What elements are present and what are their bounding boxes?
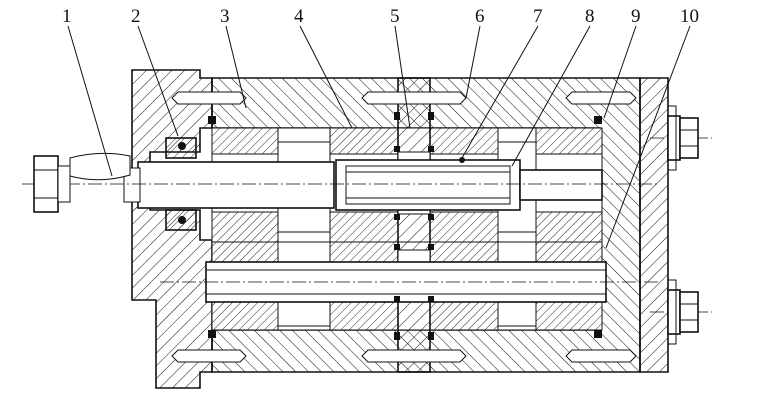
callout-10: 10: [680, 6, 699, 27]
callout-3: 3: [220, 6, 230, 27]
dowel-pins-top: [171, 91, 637, 105]
right-cover-bolt-lower: [667, 289, 699, 335]
upper-bushings: [211, 127, 603, 243]
drive-shaft: [69, 152, 335, 209]
right-cover-bolt-upper: [667, 115, 699, 161]
callout-8: 8: [585, 6, 595, 27]
o-ring-seals: [208, 112, 602, 340]
middle-partition-plate: [397, 77, 431, 373]
dowel-pins-bottom: [171, 349, 637, 363]
coupling-sleeve: [335, 159, 521, 211]
shaft-end-nut: [33, 155, 71, 213]
callout-7: 7: [533, 6, 543, 27]
callout-4: 4: [294, 6, 304, 27]
right-cover-outline: [668, 105, 677, 345]
callout-labels: 1 2 3 4 5 6 7 8 9 10: [62, 6, 699, 27]
leader-lines: [67, 25, 691, 249]
callout-9: 9: [631, 6, 641, 27]
shaft-seal: [165, 137, 197, 231]
second-stage-shaft: [519, 169, 603, 201]
callout-2: 2: [131, 6, 141, 27]
callout-5: 5: [390, 6, 400, 27]
callout-6: 6: [475, 6, 485, 27]
callout-1: 1: [62, 6, 72, 27]
